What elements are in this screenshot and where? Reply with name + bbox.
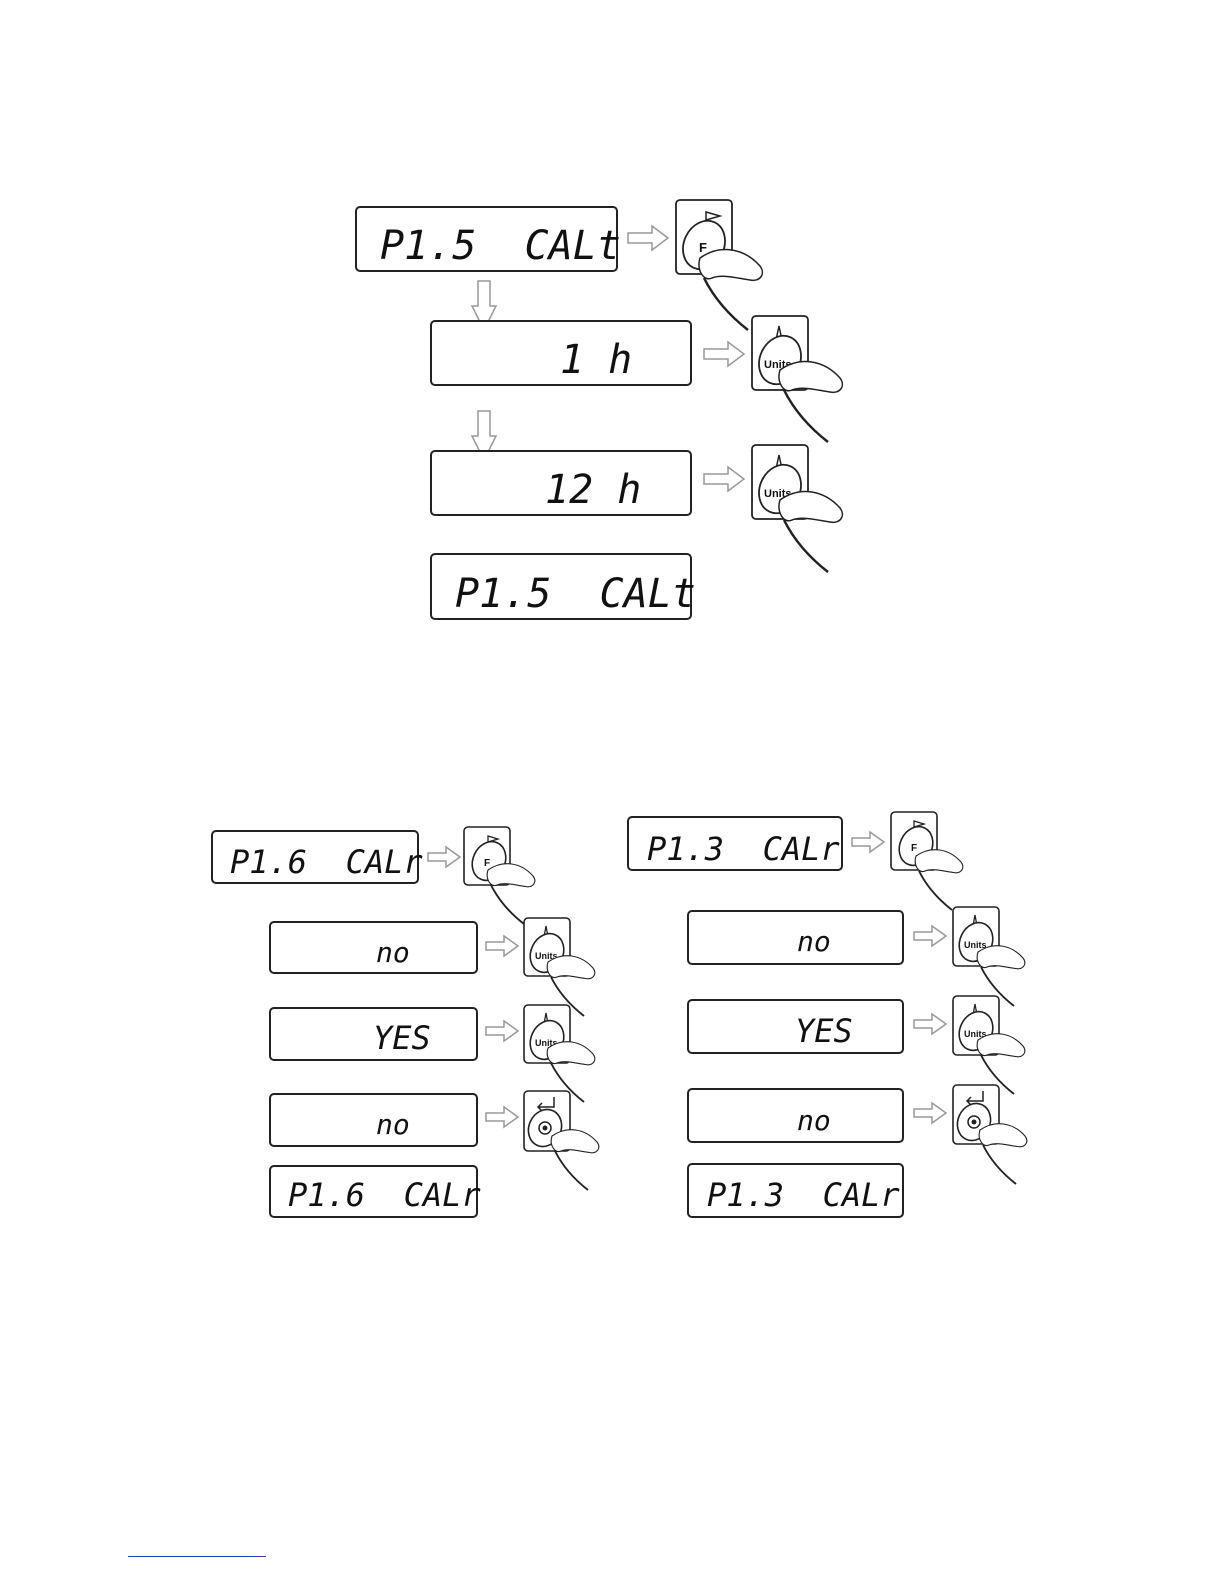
p15-display-bottom: P1.5 CALt [431,554,696,619]
units-button[interactable]: Units [751,445,842,572]
lcd-readout: no [376,936,410,969]
arrow-right [914,1103,946,1123]
f-button[interactable]: F [464,827,535,924]
units-button[interactable]: Units [524,1005,595,1102]
p16-display-yes: YES [270,1008,477,1060]
f-button-label: F [484,858,490,869]
f-button[interactable]: F [675,200,762,330]
f-button-label: F [699,240,707,255]
f-button-label: F [911,843,917,854]
p13-display-no: no [688,911,903,964]
lcd-readout: P1.5 CALt [380,223,621,269]
p13-display-no: no [688,1089,903,1142]
enter-button[interactable] [951,1085,1026,1184]
arrow-right [852,832,884,852]
arrow-right [914,1014,946,1034]
arrow-right [704,467,744,491]
p15-display-1h: 1 h [431,321,691,385]
finger-icon [779,362,842,442]
arrow-right [914,926,946,946]
p13-display-bottom: P1.3 CALr [688,1164,903,1217]
lcd-readout: no [376,1108,410,1141]
p16-display-bottom: P1.6 CALr [270,1166,481,1217]
lcd-readout: P1.6 CALr [230,843,423,881]
finger-icon [487,864,535,924]
p13-display-top: P1.3 CALr [628,817,842,870]
finger-icon [979,1124,1027,1184]
enter-button[interactable] [522,1091,598,1190]
units-button[interactable]: Units [953,907,1025,1006]
units-button[interactable]: Units [524,918,595,1016]
arrow-right [704,342,744,366]
arrow-right [428,847,460,867]
p16-display-no: no [270,922,477,973]
p13-display-yes: YES [688,1000,903,1053]
units-button[interactable]: Units [953,996,1025,1094]
finger-icon [779,492,842,572]
lcd-readout: P1.3 CALr [707,1176,900,1214]
lcd-readout: YES [373,1019,431,1057]
lcd-readout: P1.3 CALr [647,830,840,868]
p15-display-12h: 12 h [431,451,691,515]
p16-display-top: P1.6 CALr [212,831,423,883]
lcd-readout: 12 h [545,467,641,513]
p15-display-top: P1.5 CALt [356,207,621,271]
footer-rule [128,1556,266,1557]
arrow-right [486,1107,518,1127]
finger-icon [915,850,963,910]
units-button[interactable]: Units [751,316,842,442]
arrow-right [486,1021,518,1041]
lcd-readout: no [797,925,831,958]
lcd-readout: YES [795,1012,853,1050]
f-button[interactable]: F [891,812,963,910]
finger-icon [551,1130,599,1190]
lcd-readout: P1.6 CALr [288,1176,481,1214]
arrow-right [628,226,668,250]
arrow-right [486,936,518,956]
p16-display-no: no [270,1094,477,1146]
lcd-readout: no [797,1104,831,1137]
lcd-readout: P1.5 CALt [455,571,696,617]
lcd-readout: 1 h [560,337,632,383]
